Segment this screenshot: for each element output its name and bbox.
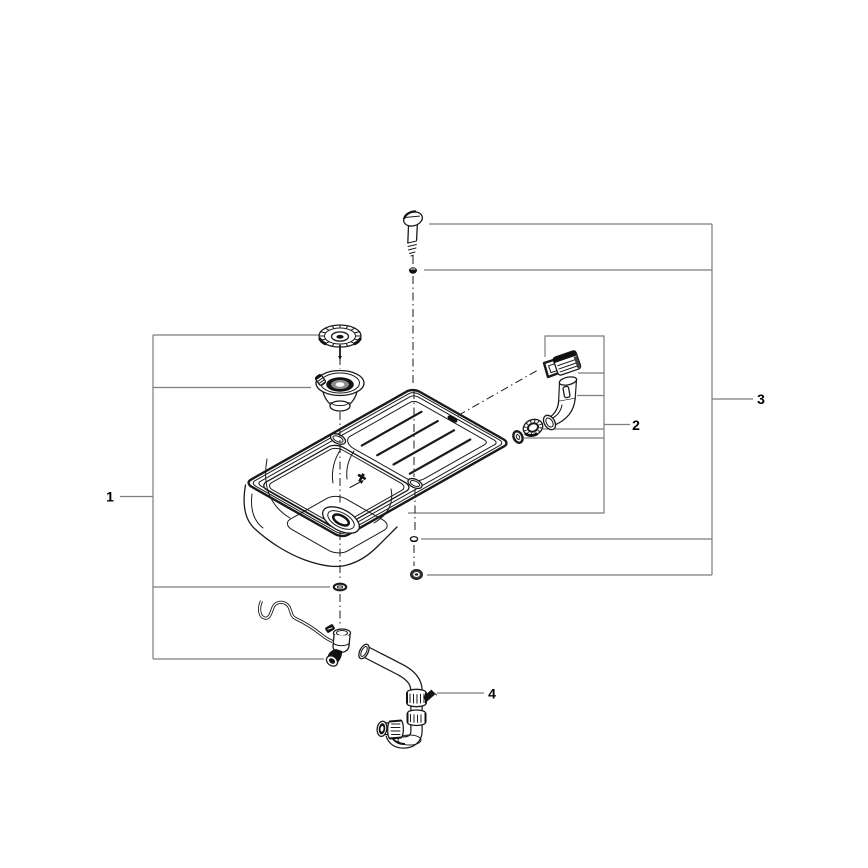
remote-knob-hole xyxy=(407,477,423,490)
basket-strainer xyxy=(314,369,365,412)
trap-outlet-nut xyxy=(387,719,404,740)
overflow-oring xyxy=(512,430,524,444)
overflow-axis xyxy=(457,369,539,416)
drainboard-ribs xyxy=(361,412,470,474)
strainer-cap xyxy=(318,324,362,361)
part-label-3: 3 xyxy=(757,391,765,407)
sink-unit xyxy=(243,388,510,567)
bowl-drain-hole xyxy=(322,506,360,534)
trap-assembly xyxy=(358,643,437,749)
callout-bracket-1 xyxy=(120,334,330,660)
drain-actuator-icon xyxy=(349,473,367,488)
bowl-floor xyxy=(282,493,393,556)
trap-inlet-opening xyxy=(358,643,370,660)
callout-bracket-3 xyxy=(421,223,753,576)
assembly-axes xyxy=(339,256,539,625)
trap-cup-bottom xyxy=(397,734,422,746)
part-label-1: 1 xyxy=(106,489,114,505)
basket-strainer-knob xyxy=(314,374,327,386)
trap-union-nut-upper xyxy=(406,688,437,708)
trap-union-nut-lower xyxy=(406,709,427,727)
bowl-oring xyxy=(332,582,348,592)
overflow-slot xyxy=(447,415,458,423)
deck-washer xyxy=(409,535,419,543)
drain-valve-with-cable xyxy=(257,600,352,667)
overflow-elbow-outlet xyxy=(542,414,557,431)
overflow-elbow xyxy=(542,376,578,431)
trap-outlet-opening xyxy=(376,720,388,738)
bowl-body xyxy=(243,484,398,567)
overflow-cover xyxy=(552,350,582,376)
popup-rod xyxy=(403,210,423,257)
popup-rod-axis xyxy=(412,256,416,566)
part-label-2: 2 xyxy=(632,417,640,433)
deck-mounting-nut xyxy=(410,569,423,580)
part-label-4: 4 xyxy=(488,686,496,702)
bowl-opening xyxy=(259,443,413,530)
popup-rod-nut xyxy=(409,267,417,274)
bowl-opening-inner xyxy=(266,446,408,526)
bowl-interior-lines xyxy=(265,448,393,524)
overflow-nut xyxy=(522,418,544,437)
sink-rim-outer xyxy=(245,388,510,538)
drainboard-border xyxy=(341,400,489,484)
